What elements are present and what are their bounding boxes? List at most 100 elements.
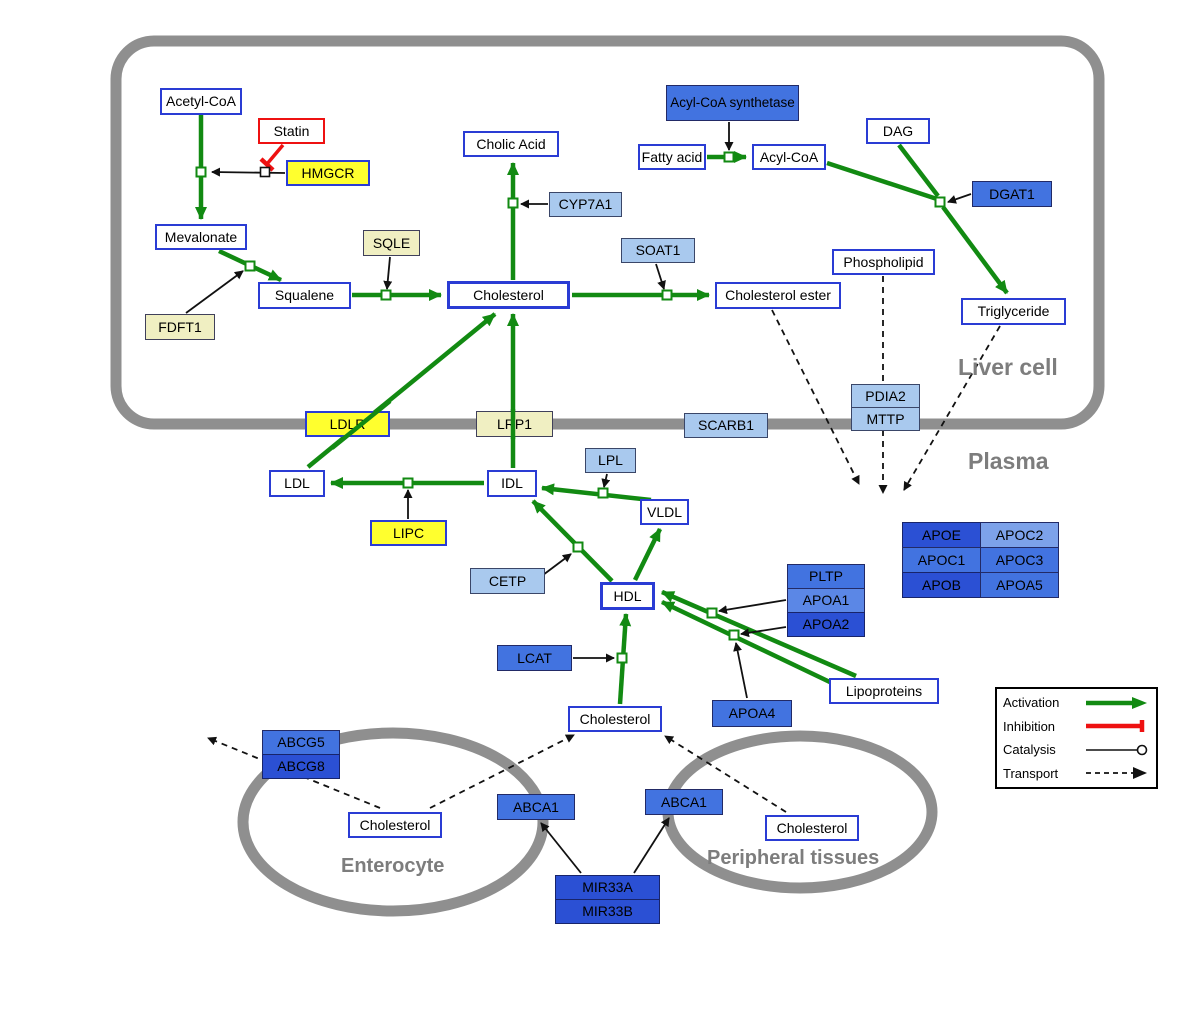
reaction-node-acylcoasynthetase [723, 151, 735, 163]
node-apoa5[interactable]: APOA5 [980, 572, 1059, 598]
node-abcg8[interactable]: ABCG8 [262, 754, 340, 779]
edge-fdft1-catalysis [185, 270, 244, 314]
edge-hdl-vldl [632, 528, 663, 581]
node-lrp1[interactable]: LRP1 [476, 411, 553, 437]
node-hdl[interactable]: HDL [600, 582, 655, 610]
node-sqle[interactable]: SQLE [363, 230, 420, 256]
node-fdft1[interactable]: FDFT1 [145, 314, 215, 340]
edge-cholesterol-peripheral-plasma [664, 735, 787, 813]
edge-sqle-catalysis [383, 256, 393, 290]
node-abcg5[interactable]: ABCG5 [262, 730, 340, 755]
node-apoa4[interactable]: APOA4 [712, 700, 792, 727]
edge-cetp-catalysis [542, 553, 572, 576]
catalysis-circle-icon [1086, 744, 1148, 756]
node-dgat1[interactable]: DGAT1 [972, 181, 1052, 207]
node-triglyceride[interactable]: Triglyceride [961, 298, 1066, 325]
transport-dashed-arrow-icon [1086, 767, 1147, 780]
node-apoa1[interactable]: APOA1 [787, 588, 865, 613]
node-apoc1[interactable]: APOC1 [902, 547, 981, 573]
edge-mir33-abca1-enterocyte [540, 822, 582, 874]
liver-cell-label: Liver cell [958, 354, 1058, 380]
catalysis-site-square [259, 166, 271, 178]
node-apoc2[interactable]: APOC2 [980, 522, 1059, 548]
node-mevalonate[interactable]: Mevalonate [155, 224, 247, 250]
node-ldlr[interactable]: LDLR [305, 411, 390, 437]
node-cholesterol-plasma[interactable]: Cholesterol [568, 706, 662, 732]
edge-lipoproteins-hdl-lower [661, 599, 835, 687]
node-lipc[interactable]: LIPC [370, 520, 447, 546]
node-scarb1[interactable]: SCARB1 [684, 413, 768, 438]
legend-row-inhibition: Inhibition [1003, 718, 1150, 734]
reaction-node-fdft1 [244, 260, 256, 272]
node-squalene[interactable]: Squalene [258, 282, 351, 309]
peripheral-tissues-label: Peripheral tissues [707, 847, 880, 869]
legend-row-transport: Transport [1003, 765, 1150, 781]
node-cholic-acid[interactable]: Cholic Acid [463, 131, 559, 157]
edge-junction-triglyceride [941, 205, 1009, 295]
legend-activation-label: Activation [1003, 695, 1060, 711]
legend-catalysis-label: Catalysis [1003, 742, 1056, 758]
inhibition-edge-statin-hmgcr [259, 143, 285, 172]
reaction-node-dgat1 [934, 196, 946, 208]
node-apoe[interactable]: APOE [902, 522, 981, 548]
reaction-node-lpl [597, 487, 609, 499]
enterocyte-label: Enterocyte [341, 855, 445, 877]
node-lipoproteins[interactable]: Lipoproteins [829, 678, 939, 704]
legend-inhibition-label: Inhibition [1003, 718, 1056, 734]
node-acyl-coa[interactable]: Acyl-CoA [752, 144, 826, 170]
node-cyp7a1[interactable]: CYP7A1 [549, 192, 622, 217]
edge-lipoproteins-hdl-upper [661, 589, 857, 679]
activation-arrow-icon [1086, 696, 1147, 709]
edge-pltp-catalysis [718, 599, 787, 615]
node-soat1[interactable]: SOAT1 [621, 238, 695, 263]
node-mir33b[interactable]: MIR33B [555, 899, 660, 924]
node-dag[interactable]: DAG [866, 118, 930, 144]
node-abca1-enterocyte[interactable]: ABCA1 [497, 794, 575, 820]
reaction-node-lcat [616, 652, 628, 664]
node-apoc3[interactable]: APOC3 [980, 547, 1059, 573]
node-pltp[interactable]: PLTP [787, 564, 865, 589]
node-phospholipid[interactable]: Phospholipid [832, 249, 935, 275]
legend-row-activation: Activation [1003, 695, 1150, 711]
node-cholesterol-liver[interactable]: Cholesterol [447, 281, 570, 309]
node-lpl[interactable]: LPL [585, 448, 636, 473]
node-statin[interactable]: Statin [258, 118, 325, 144]
edge-soat1-catalysis [655, 263, 666, 290]
reaction-node-cetp [572, 541, 584, 553]
statin-inhibition-bar [259, 157, 275, 172]
node-mttp[interactable]: MTTP [851, 407, 920, 431]
node-fatty-acid[interactable]: Fatty acid [638, 144, 706, 170]
legend: Activation Inhibition Catalysis Transpor… [995, 687, 1158, 789]
node-cholesterol-peripheral[interactable]: Cholesterol [765, 815, 859, 841]
edge-lpl-catalysis [601, 473, 611, 488]
node-ldl[interactable]: LDL [269, 470, 325, 497]
liver-cell-membrane [110, 35, 1105, 430]
node-cholesterol-ester[interactable]: Cholesterol ester [715, 282, 841, 309]
reaction-nodes [195, 151, 946, 664]
node-cetp[interactable]: CETP [470, 568, 545, 594]
reaction-node-lipc [402, 477, 414, 489]
statin-inhibition-line [265, 143, 285, 166]
node-mir33a[interactable]: MIR33A [555, 875, 660, 900]
reaction-node-soat1 [661, 289, 673, 301]
node-acetyl-coa[interactable]: Acetyl-CoA [160, 88, 242, 115]
node-apob[interactable]: APOB [902, 572, 981, 598]
inhibition-tbar-icon [1086, 720, 1145, 733]
node-vldl[interactable]: VLDL [640, 499, 689, 525]
node-abca1-peripheral[interactable]: ABCA1 [645, 789, 723, 815]
catalysis-edges [185, 122, 972, 874]
node-hmgcr[interactable]: HMGCR [286, 160, 370, 186]
node-lcat[interactable]: LCAT [497, 645, 572, 671]
edge-apoa2-catalysis [740, 626, 787, 638]
node-pdia2[interactable]: PDIA2 [851, 384, 920, 408]
node-apoa2[interactable]: APOA2 [787, 612, 865, 637]
reaction-node-apoa [728, 629, 740, 641]
edge-dag-junction [897, 143, 940, 198]
node-idl[interactable]: IDL [487, 470, 537, 497]
reaction-node-sqle [380, 289, 392, 301]
node-acyl-coa-synthetase[interactable]: Acyl-CoA synthetase [666, 85, 799, 121]
node-cholesterol-enterocyte[interactable]: Cholesterol [348, 812, 442, 838]
edge-mir33-abca1-peripheral [633, 817, 670, 874]
